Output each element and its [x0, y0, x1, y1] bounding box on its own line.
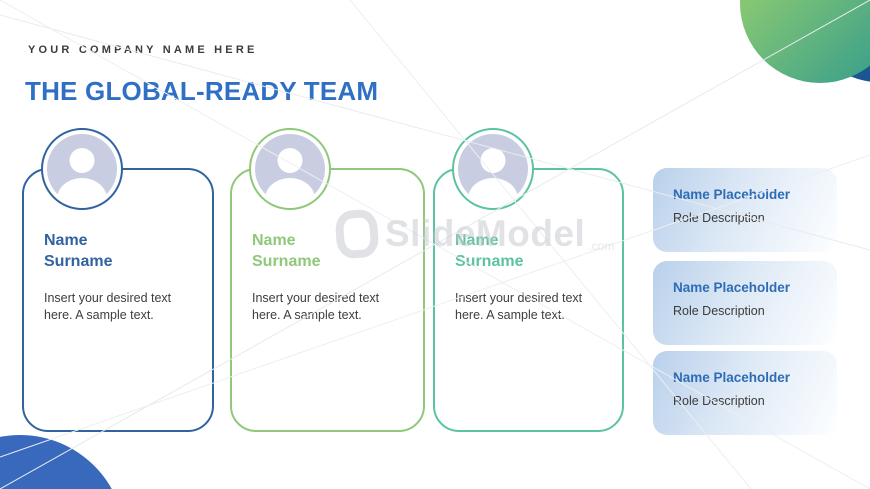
avatar-silhouette	[458, 134, 528, 204]
role-box-name: Name Placeholder	[673, 280, 791, 295]
role-box-description: Role Description	[673, 211, 765, 225]
member-first-name: Name	[455, 232, 499, 249]
team-card-2: Name Surname Insert your desired text he…	[230, 128, 425, 432]
member-name: Name Surname	[455, 230, 523, 272]
member-first-name: Name	[252, 232, 296, 249]
role-box-1: Name Placeholder Role Description	[653, 168, 837, 252]
role-box-description: Role Description	[673, 304, 765, 318]
user-avatar-icon	[249, 128, 331, 210]
role-box-name: Name Placeholder	[673, 187, 791, 202]
user-avatar-icon	[452, 128, 534, 210]
member-description: Insert your desired text here. A sample …	[455, 291, 583, 322]
member-description: Insert your desired text here. A sample …	[44, 291, 172, 322]
member-name: Name Surname	[44, 230, 112, 272]
role-box-2: Name Placeholder Role Description	[653, 261, 837, 345]
member-surname: Surname	[455, 253, 524, 270]
role-box-description: Role Description	[673, 394, 765, 408]
member-description: Insert your desired text here. A sample …	[252, 291, 380, 322]
user-avatar-icon	[41, 128, 123, 210]
corner-circles-decoration	[740, 0, 870, 83]
avatar-silhouette	[47, 134, 117, 204]
member-first-name: Name	[44, 232, 88, 249]
member-name: Name Surname	[252, 230, 320, 272]
avatar-silhouette	[255, 134, 325, 204]
company-name: YOUR COMPANY NAME HERE	[28, 44, 258, 56]
member-surname: Surname	[44, 253, 113, 270]
role-box-3: Name Placeholder Role Description	[653, 351, 837, 435]
team-card-1: Name Surname Insert your desired text he…	[22, 128, 214, 432]
team-card-3: Name Surname Insert your desired text he…	[433, 128, 624, 432]
slide-title: THE GLOBAL-READY TEAM	[25, 76, 379, 106]
role-box-name: Name Placeholder	[673, 370, 791, 385]
member-surname: Surname	[252, 253, 321, 270]
bottom-left-circle-decoration	[0, 435, 125, 489]
